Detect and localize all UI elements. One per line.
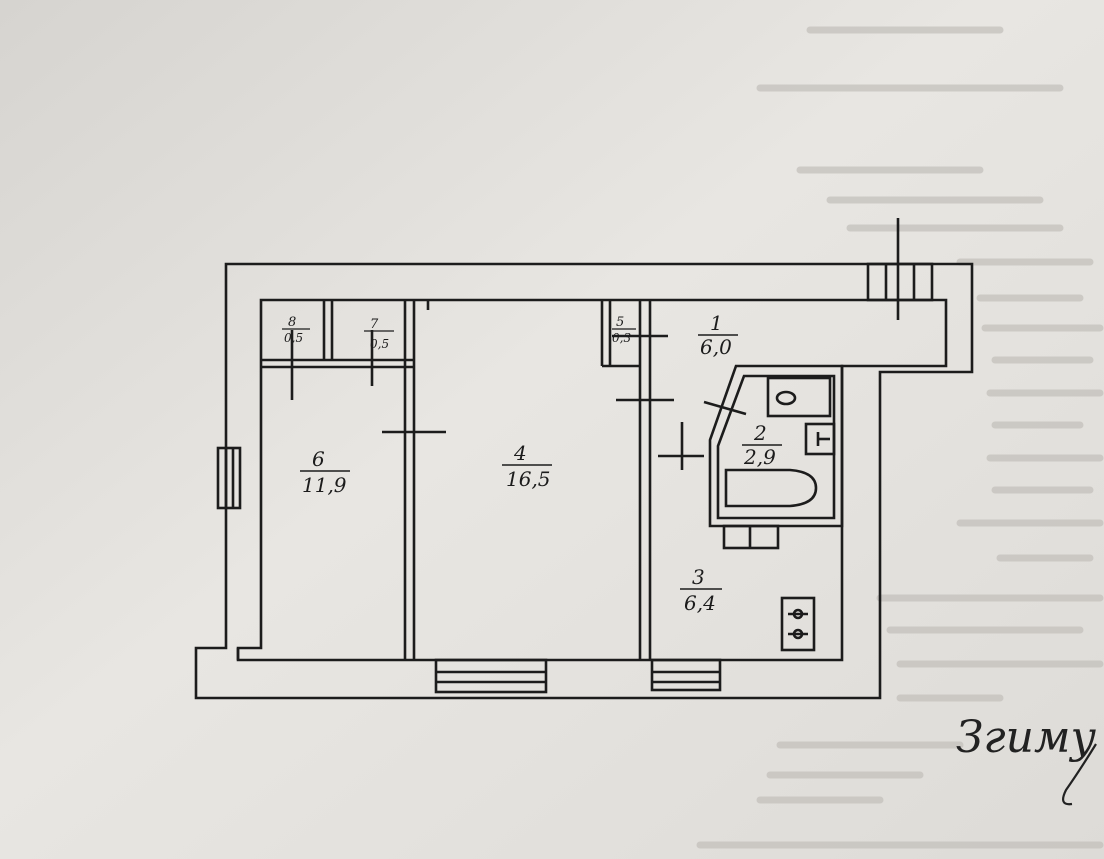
- signature: Згиму: [956, 712, 1096, 763]
- toilet-bowl-icon: [775, 390, 797, 406]
- room-1-number: 1: [710, 311, 723, 335]
- window-bottom-room3: [650, 658, 722, 692]
- room-3-area: 6,4: [684, 591, 716, 615]
- room-8-number: 8: [288, 315, 296, 330]
- inner-wall-outline: [236, 298, 948, 662]
- room-5-area: 0,3: [612, 331, 631, 345]
- stove-icon: [780, 596, 816, 652]
- room-3-number: 3: [692, 565, 705, 589]
- room-7-area: 0,5: [370, 337, 389, 351]
- room-4-area: 16,5: [506, 467, 551, 491]
- outer-wall-outline: [194, 262, 974, 700]
- faded-background-lines: [696, 26, 1104, 849]
- sink-icon: [804, 422, 836, 456]
- room-2-number: 2: [753, 421, 767, 445]
- room-8-area: 0,5: [284, 331, 303, 345]
- room-6-area: 11,9: [302, 473, 347, 497]
- room-1-area: 6,0: [700, 335, 732, 359]
- door-tick-bath: [703, 400, 747, 416]
- floor-plan: [194, 218, 974, 700]
- vent-shaft: [866, 262, 934, 302]
- room-6-number: 6: [312, 447, 325, 471]
- window-bottom-room4: [434, 658, 548, 694]
- room-2-area: 2,9: [743, 445, 776, 469]
- room-4-number: 4: [513, 441, 527, 465]
- bathroom-outline-inner: [716, 374, 836, 520]
- room-5-number: 5: [616, 315, 624, 330]
- bathtub-icon: [724, 468, 818, 508]
- window-left: [216, 446, 242, 510]
- room-7-number: 7: [370, 317, 379, 332]
- signature-flourish: [1062, 743, 1097, 806]
- room-labels: 1 6,0 2 2,9 3 6,4 4 16,5 5 0,3 6 11,9 7 …: [282, 311, 782, 615]
- toilet-tank-icon: [766, 376, 832, 418]
